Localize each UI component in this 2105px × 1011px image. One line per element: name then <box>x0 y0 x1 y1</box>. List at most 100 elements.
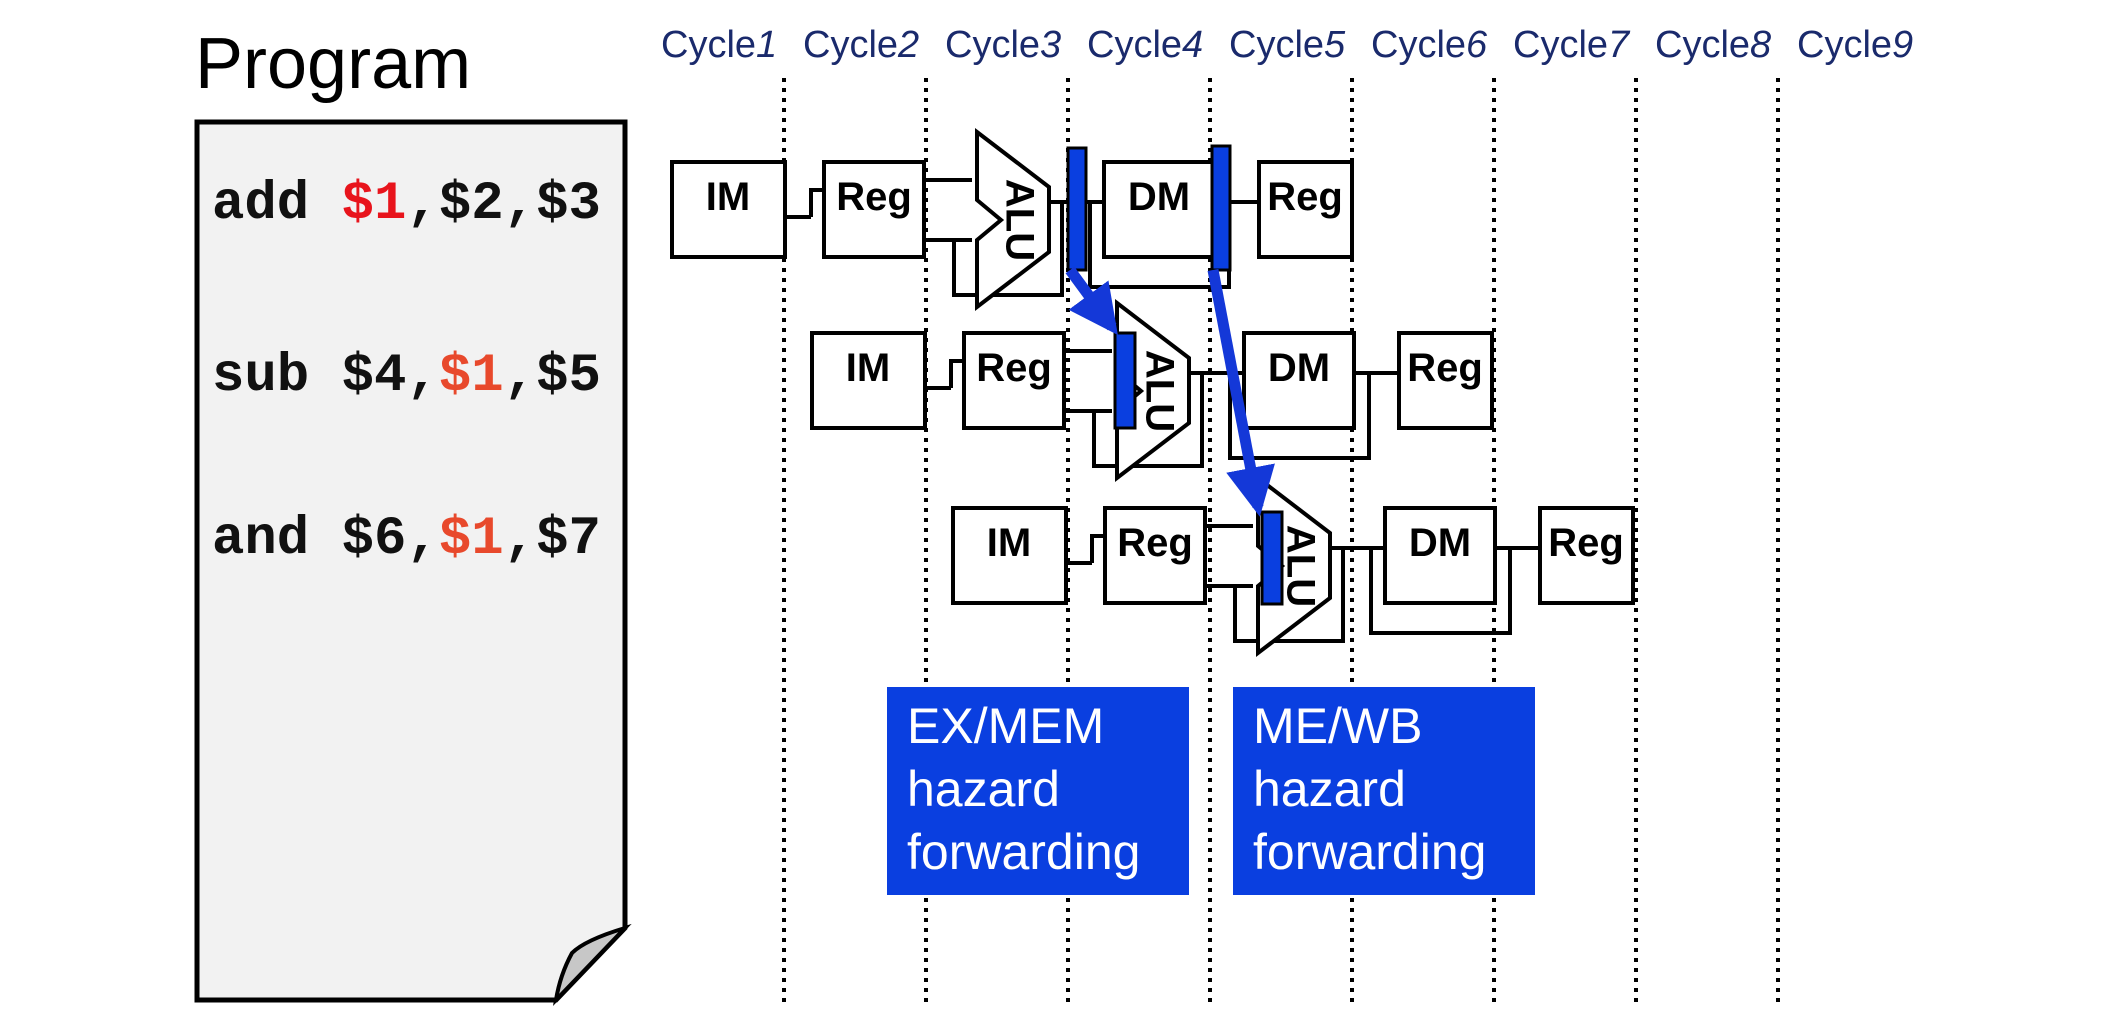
highlighted-register: $1 <box>438 346 504 407</box>
highlighted-register: $1 <box>341 174 407 235</box>
reg-write-stage <box>1397 331 1494 430</box>
me-wb-callout: ME/WB hazard forwarding <box>1233 687 1535 895</box>
dm-stage <box>1102 160 1216 259</box>
program-title: Program <box>195 24 472 104</box>
source-register: $2 <box>438 174 504 235</box>
hazard-registers <box>1066 144 1284 606</box>
stage-label: Reg <box>1117 521 1193 565</box>
stage-label: DM <box>1128 175 1190 219</box>
stage-label: Reg <box>976 346 1052 390</box>
cycle-word: Cycle <box>1513 24 1608 66</box>
ex-mem-register <box>1066 146 1088 272</box>
im-reg-connector <box>925 359 964 390</box>
cycle-label: Cycle5 <box>1229 24 1346 66</box>
callout-line: ME/WB <box>1253 698 1423 754</box>
cycle-word: Cycle <box>945 24 1040 66</box>
reg-read-stage <box>822 160 926 259</box>
alu-label: ALU <box>1278 525 1322 607</box>
stage-label: DM <box>1409 521 1471 565</box>
source-register: $5 <box>536 346 601 407</box>
dm-stage <box>1242 331 1356 430</box>
reg-read-stage <box>962 331 1066 430</box>
separator: , <box>406 174 439 235</box>
cycle-word: Cycle <box>1087 24 1182 66</box>
im-stage <box>670 160 787 259</box>
callout-line: forwarding <box>907 824 1141 880</box>
dest-register: $6 <box>341 509 407 570</box>
opcode: add <box>212 174 342 235</box>
separator: , <box>503 509 537 570</box>
stage-label: IM <box>706 175 750 219</box>
instruction-and: and $6,$1,$7 <box>212 513 601 567</box>
source-register: $3 <box>536 174 601 235</box>
cycle-label: Cycle8 <box>1655 24 1771 66</box>
highlighted-register: $1 <box>438 509 504 570</box>
cycle-label: Cycle6 <box>1371 24 1488 66</box>
instruction-add: add $1,$2,$3 <box>212 178 601 232</box>
callout-line: hazard <box>907 761 1060 817</box>
stage-label: IM <box>987 521 1031 565</box>
stage-label: Reg <box>1407 346 1483 390</box>
pipeline-row: IM Reg ALU DM Reg <box>951 473 1635 658</box>
separator: , <box>406 346 439 407</box>
cycle-label: Cycle4 <box>1087 24 1203 66</box>
cycle-word: Cycle <box>1371 24 1466 66</box>
cycle-number: 2 <box>897 24 919 66</box>
stage-label: Reg <box>1548 521 1624 565</box>
dm-bypass <box>1228 373 1371 460</box>
reg-write-stage <box>1538 506 1635 605</box>
instruction-sub: sub $4,$1,$5 <box>212 350 601 404</box>
cycle-label: Cycle9 <box>1797 24 1913 66</box>
cycle-number: 1 <box>756 24 777 66</box>
callout-line: forwarding <box>1253 824 1487 880</box>
dm-bypass <box>1369 548 1512 635</box>
cycle-word: Cycle <box>1229 24 1324 66</box>
mem-wb-register <box>1210 144 1232 272</box>
im-reg-connector <box>785 188 824 219</box>
cycle-label: Cycle3 <box>945 24 1061 66</box>
alu-label: ALU <box>1137 350 1181 432</box>
source-register: $7 <box>536 509 601 570</box>
alu-label: ALU <box>997 179 1041 261</box>
alu-loop <box>1233 548 1345 643</box>
separator: , <box>503 346 537 407</box>
dm-stage <box>1383 506 1497 605</box>
im-stage <box>810 331 927 430</box>
cycle-label: Cycle2 <box>803 24 919 66</box>
im-reg-connector <box>1066 534 1105 565</box>
opcode: sub <box>212 346 342 407</box>
alu-loop <box>952 202 1064 297</box>
separator: , <box>503 174 537 235</box>
ex-mem-callout: EX/MEM hazard forwarding <box>887 687 1189 895</box>
cycle-label: Cycle1 <box>661 24 777 66</box>
callout-line: EX/MEM <box>907 698 1105 754</box>
me-wb-forward-arrow <box>1207 268 1275 517</box>
cycle-word: Cycle <box>803 24 898 66</box>
separator: , <box>406 509 439 570</box>
forwarded-operand-and <box>1260 510 1284 606</box>
cycle-number: 3 <box>1040 24 1061 66</box>
cycle-word: Cycle <box>661 24 756 66</box>
stage-label: IM <box>846 346 890 390</box>
reg-read-stage <box>1103 506 1207 605</box>
im-stage <box>951 506 1068 605</box>
cycle-number: 4 <box>1182 24 1203 66</box>
cycle-word: Cycle <box>1655 24 1750 66</box>
cycle-word: Cycle <box>1797 24 1892 66</box>
cycle-number: 8 <box>1750 24 1771 66</box>
stage-label: Reg <box>1267 175 1343 219</box>
dest-register: $4 <box>341 346 407 407</box>
program-page <box>194 119 632 1007</box>
alu-stage <box>975 127 1051 312</box>
alu-loop <box>1092 373 1204 468</box>
forwarding-arrows <box>1065 266 1275 517</box>
forwarded-operand-sub <box>1113 331 1137 430</box>
cycle-label: Cycle7 <box>1513 24 1631 66</box>
page-curl-icon <box>553 923 632 1007</box>
